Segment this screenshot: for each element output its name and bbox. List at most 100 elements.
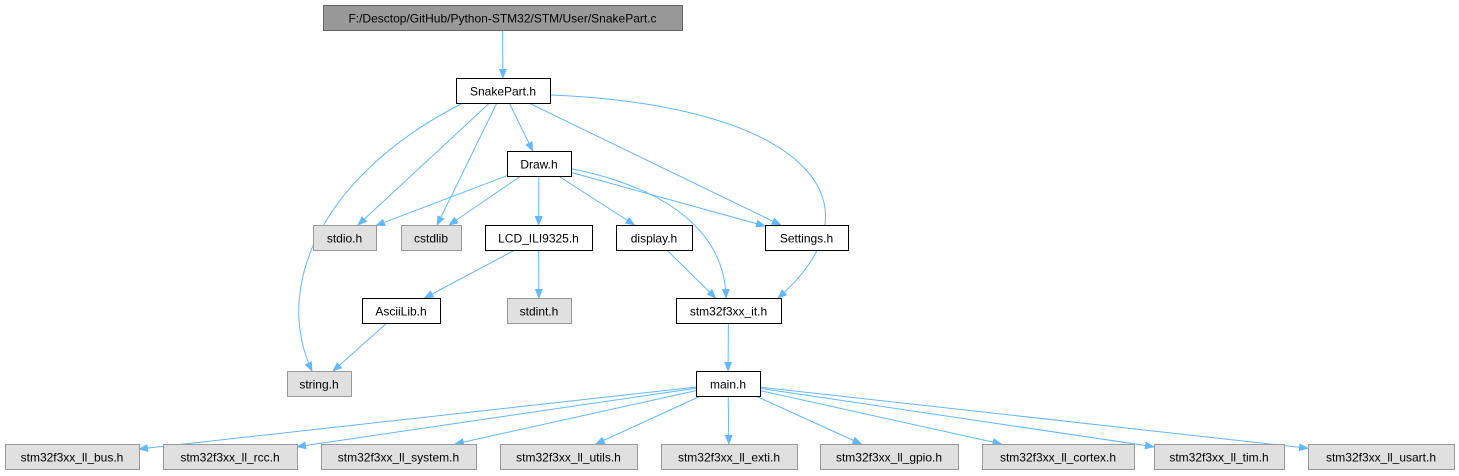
node-box	[507, 298, 572, 324]
node-label: stm32f3xx_ll_exti.h	[678, 451, 780, 465]
node-usart[interactable]: stm32f3xx_ll_usart.h	[1308, 444, 1455, 470]
node-main[interactable]: main.h	[696, 371, 761, 397]
edge-arrow	[755, 395, 863, 445]
node-label: AsciiLib.h	[375, 305, 426, 319]
edge-arrow	[375, 175, 508, 227]
node-box	[676, 298, 782, 324]
edge-ascii-to-string	[332, 322, 388, 372]
node-system[interactable]: stm32f3xx_ll_system.h	[321, 444, 477, 470]
node-snake[interactable]: SnakePart.h	[456, 78, 551, 104]
edge-main-to-exti	[724, 395, 733, 445]
edge-arrow	[436, 102, 498, 226]
node-box	[456, 78, 551, 104]
node-box	[696, 371, 761, 397]
edge-arrow	[508, 102, 534, 152]
edge-main-to-usart	[759, 386, 1309, 452]
node-draw[interactable]: Draw.h	[507, 151, 572, 177]
node-tim[interactable]: stm32f3xx_ll_tim.h	[1154, 444, 1285, 470]
edges-layer	[138, 29, 1309, 452]
node-box	[661, 444, 798, 470]
node-label: stdio.h	[327, 232, 362, 246]
node-exti[interactable]: stm32f3xx_ll_exti.h	[661, 444, 798, 470]
node-string[interactable]: string.h	[287, 371, 352, 397]
node-label: Settings.h	[780, 232, 833, 246]
node-cstdlib[interactable]: cstdlib	[401, 225, 462, 251]
node-box	[1154, 444, 1285, 470]
edge-main-to-bus	[138, 386, 697, 452]
edge-draw-to-display	[558, 175, 636, 226]
edge-main-to-tim	[759, 387, 1155, 450]
node-settings[interactable]: Settings.h	[765, 225, 849, 251]
node-box	[321, 444, 477, 470]
node-label: stm32f3xx_ll_rcc.h	[180, 451, 279, 465]
node-box	[982, 444, 1135, 470]
edge-snake-to-it	[549, 94, 826, 299]
node-label: stm32f3xx_it.h	[690, 305, 767, 319]
edge-lcd-to-ascii	[423, 249, 516, 299]
node-utils[interactable]: stm32f3xx_ll_utils.h	[500, 444, 638, 470]
node-box	[1308, 444, 1455, 470]
node-box	[500, 444, 638, 470]
node-box	[820, 444, 959, 470]
edge-arrow	[558, 175, 636, 226]
node-label: SnakePart.h	[470, 85, 536, 99]
node-label: stm32f3xx_ll_bus.h	[21, 451, 124, 465]
node-box	[362, 298, 441, 324]
node-root: F:/Desctop/GitHub/Python-STM32/STM/User/…	[323, 5, 683, 31]
node-label: stm32f3xx_ll_system.h	[338, 451, 459, 465]
edge-draw-to-cstdlib	[448, 175, 522, 226]
node-lcd[interactable]: LCD_ILI9325.h	[485, 225, 593, 251]
edge-arrow	[448, 175, 522, 226]
edge-arrow	[423, 249, 516, 299]
edge-main-to-system	[453, 390, 697, 446]
node-cortex[interactable]: stm32f3xx_ll_cortex.h	[982, 444, 1135, 470]
node-box	[313, 225, 377, 251]
node-box	[5, 444, 140, 470]
edge-arrow	[759, 387, 1155, 450]
node-box	[616, 225, 693, 251]
edge-main-to-rcc	[296, 387, 697, 450]
node-label: stm32f3xx_ll_gpio.h	[836, 451, 942, 465]
node-display[interactable]: display.h	[616, 225, 693, 251]
edge-arrow	[296, 387, 697, 450]
edge-snake-to-settings	[528, 102, 782, 226]
node-gpio[interactable]: stm32f3xx_ll_gpio.h	[820, 444, 959, 470]
edge-main-to-cortex	[759, 390, 1003, 446]
edge-arrow	[759, 386, 1309, 452]
edge-arrow	[332, 322, 388, 372]
node-label: LCD_ILI9325.h	[498, 232, 579, 246]
edge-display-to-it	[666, 249, 717, 299]
edge-arrow	[453, 390, 697, 446]
edge-arrow	[567, 167, 730, 299]
node-label: F:/Desctop/GitHub/Python-STM32/STM/User/…	[348, 12, 656, 26]
node-it[interactable]: stm32f3xx_it.h	[676, 298, 782, 324]
edge-arrow	[570, 171, 766, 228]
node-rcc[interactable]: stm32f3xx_ll_rcc.h	[163, 444, 298, 470]
node-label: stm32f3xx_ll_cortex.h	[1000, 451, 1116, 465]
node-label: main.h	[710, 378, 746, 392]
edge-arrow	[759, 390, 1003, 446]
node-box	[323, 5, 683, 31]
edge-arrow	[594, 395, 701, 445]
node-bus[interactable]: stm32f3xx_ll_bus.h	[5, 444, 140, 470]
edge-main-to-gpio	[755, 395, 863, 445]
node-label: stm32f3xx_ll_utils.h	[516, 451, 621, 465]
edge-arrow	[549, 94, 826, 299]
node-label: cstdlib	[414, 232, 448, 246]
edge-draw-to-stdio	[375, 175, 508, 227]
edge-arrow	[138, 386, 697, 452]
node-stdio[interactable]: stdio.h	[313, 225, 377, 251]
edge-snake-to-draw	[508, 102, 534, 152]
node-label: Draw.h	[520, 158, 557, 172]
node-box	[401, 225, 462, 251]
edge-arrow	[724, 395, 733, 445]
node-box	[163, 444, 298, 470]
edge-draw-to-it	[567, 167, 730, 299]
edge-main-to-utils	[594, 395, 701, 445]
node-ascii[interactable]: AsciiLib.h	[362, 298, 441, 324]
nodes-layer: F:/Desctop/GitHub/Python-STM32/STM/User/…	[5, 5, 1455, 470]
node-box	[765, 225, 849, 251]
node-box	[507, 151, 572, 177]
node-stdint[interactable]: stdint.h	[507, 298, 572, 324]
